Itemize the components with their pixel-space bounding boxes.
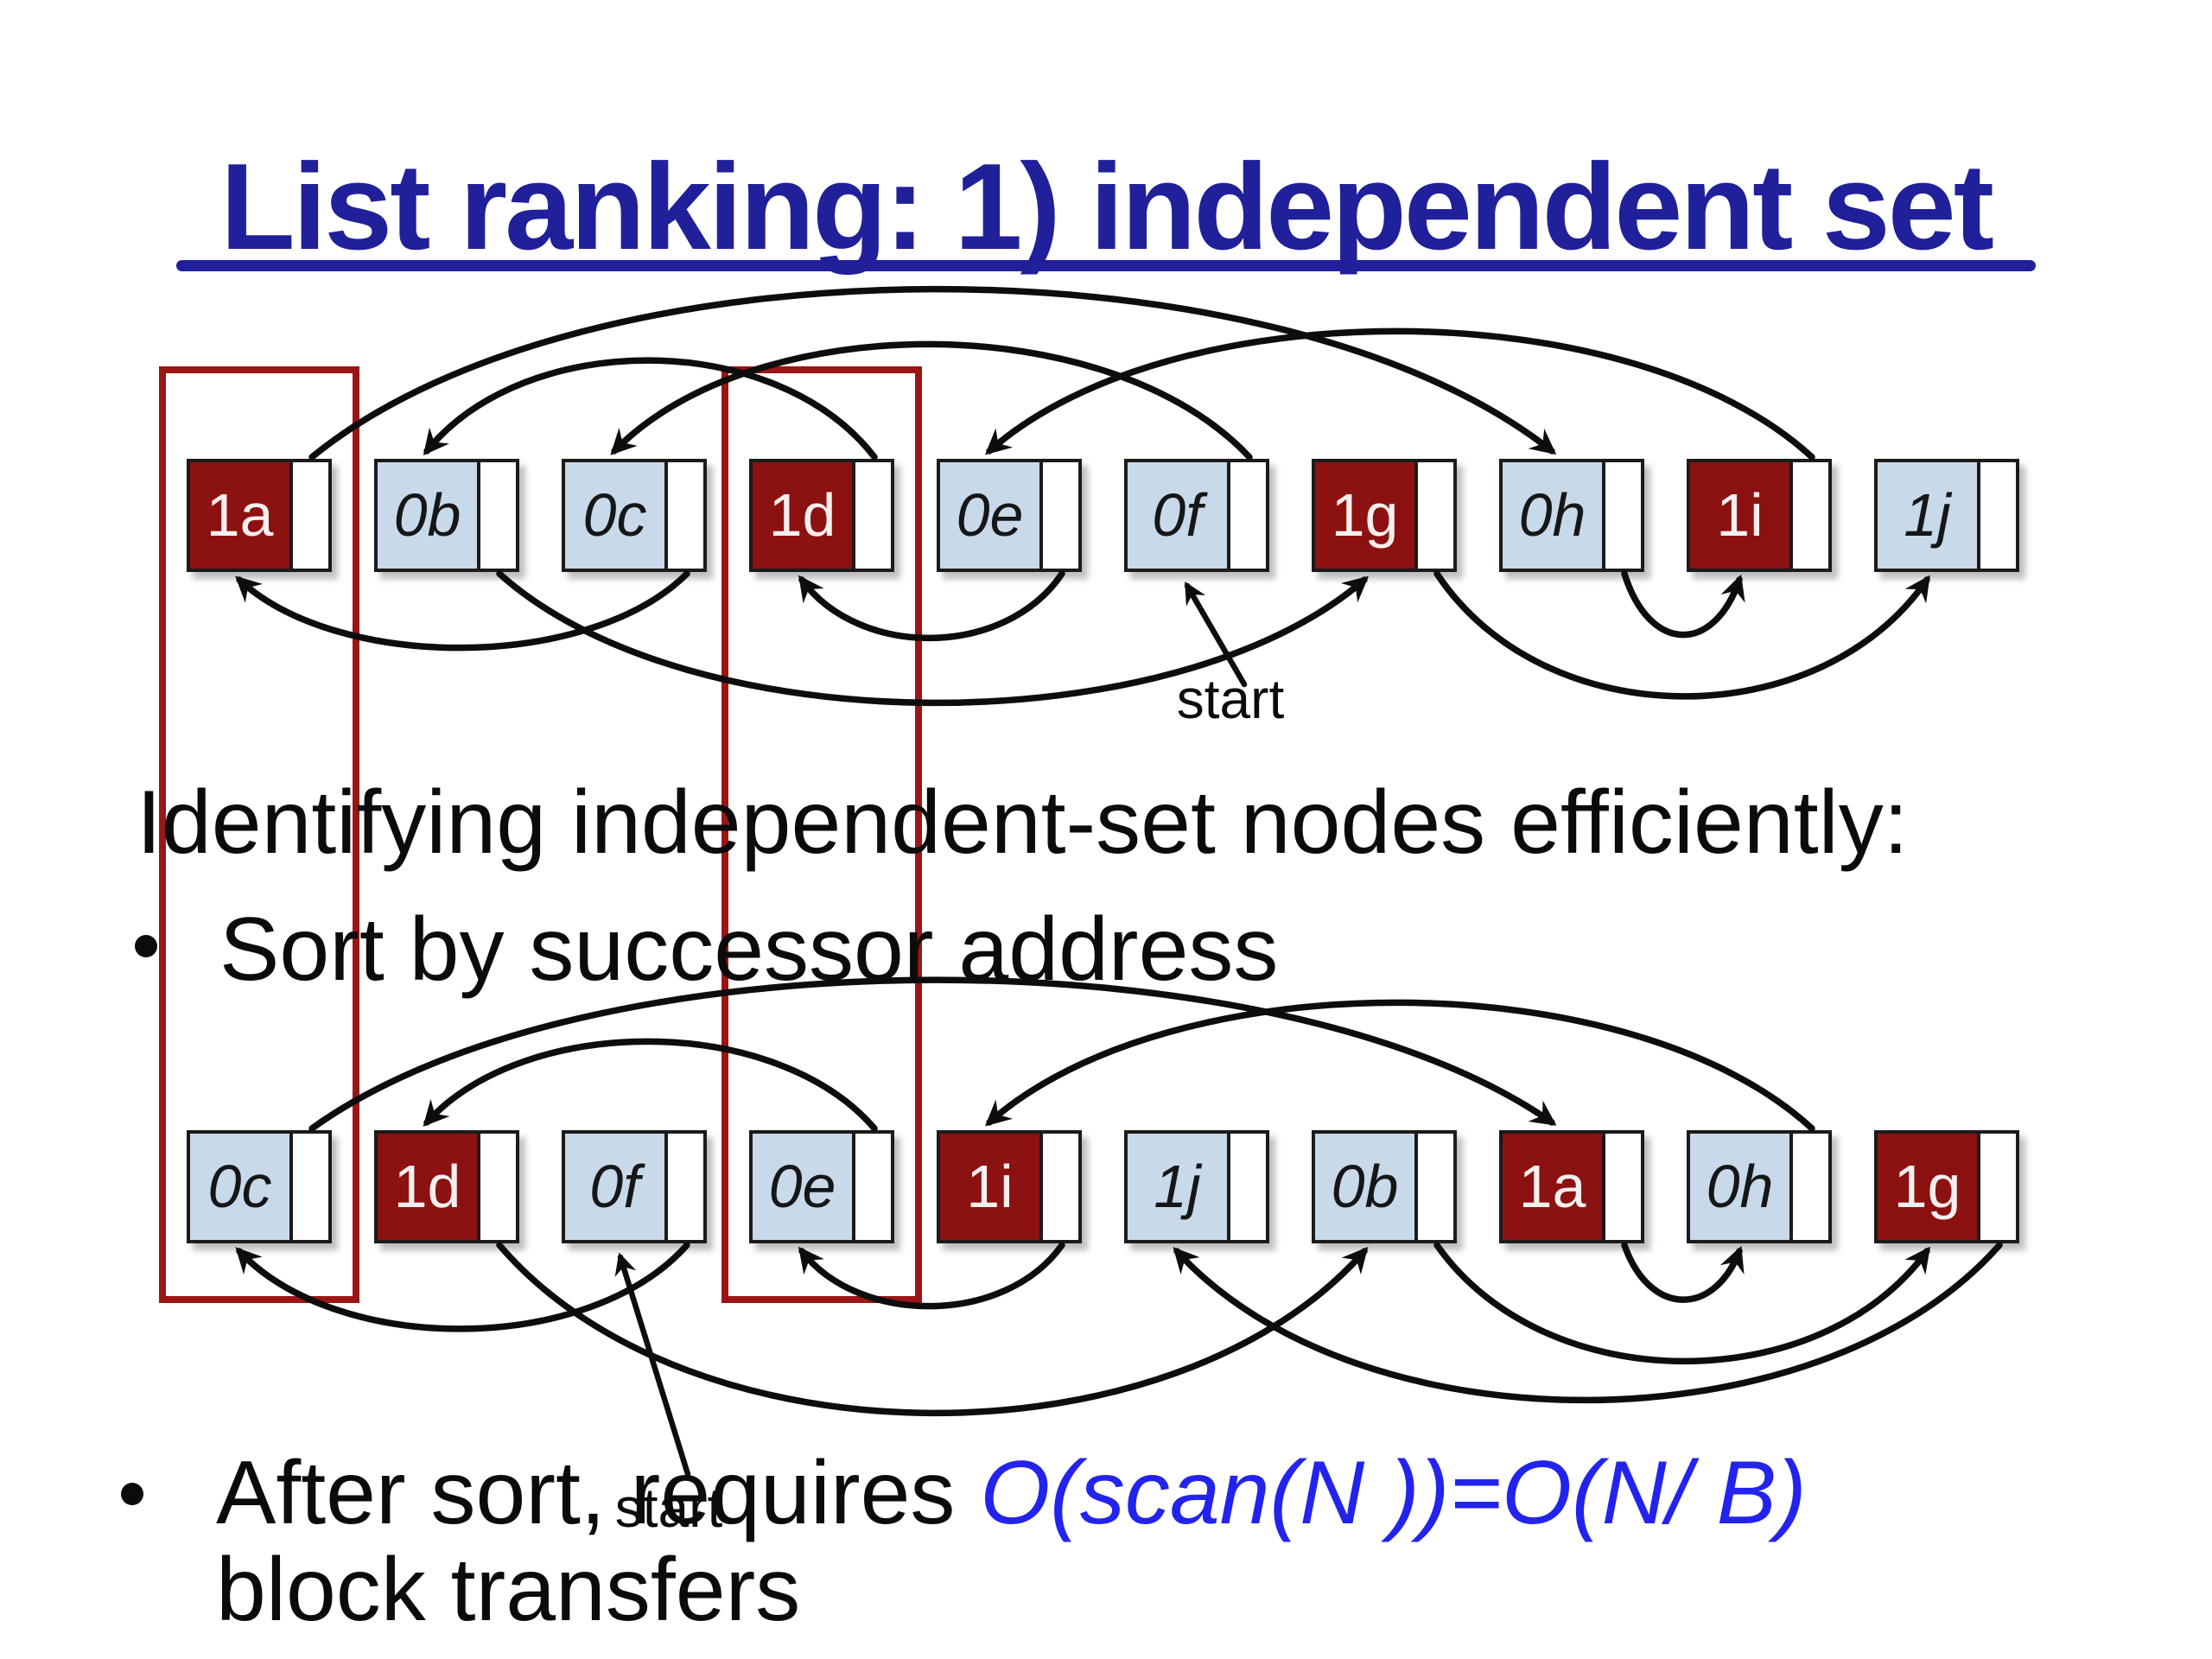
node-pointer-cell bbox=[1227, 1134, 1266, 1240]
list-node-1g-row2: 1g bbox=[1874, 1130, 2019, 1243]
list-node-0c-row1: 0c bbox=[562, 459, 707, 572]
bullet-sort: Sort by successor address bbox=[135, 899, 1278, 1001]
bullet-after-sort-text: After sort, requires bbox=[216, 1443, 981, 1543]
list-node-0b-row1: 0b bbox=[374, 459, 519, 572]
node-pointer-cell bbox=[1602, 462, 1641, 569]
node-pointer-cell bbox=[1414, 462, 1453, 569]
start-label-row2: start bbox=[614, 1477, 723, 1539]
node-pointer-cell bbox=[1039, 1134, 1078, 1240]
node-pointer-cell bbox=[852, 462, 891, 569]
node-label: 0f bbox=[565, 1134, 664, 1240]
node-label: 1j bbox=[1128, 1134, 1227, 1240]
node-pointer-cell bbox=[1977, 462, 2016, 569]
node-label: 1j bbox=[1878, 462, 1977, 569]
node-pointer-cell bbox=[289, 462, 328, 569]
node-label: 1g bbox=[1878, 1134, 1977, 1240]
list-node-0c-row2: 0c bbox=[187, 1130, 332, 1243]
list-node-0b-row2: 0b bbox=[1312, 1130, 1457, 1243]
node-label: 0f bbox=[1128, 462, 1227, 569]
list-node-0e-row2: 0e bbox=[749, 1130, 894, 1243]
node-label: 0h bbox=[1690, 1134, 1789, 1240]
bullet-sort-text: Sort by successor address bbox=[219, 899, 1279, 1000]
node-pointer-cell bbox=[1789, 462, 1828, 569]
title-underline bbox=[176, 260, 2036, 271]
node-pointer-cell bbox=[1414, 1134, 1453, 1240]
node-pointer-cell bbox=[1789, 1134, 1828, 1240]
node-pointer-cell bbox=[1602, 1134, 1641, 1240]
list-node-1d-row2: 1d bbox=[374, 1130, 519, 1243]
list-node-1a-row2: 1a bbox=[1499, 1130, 1644, 1243]
page-title: List ranking: 1) independent set bbox=[219, 138, 1994, 276]
node-pointer-cell bbox=[477, 462, 516, 569]
list-node-1g-row1: 1g bbox=[1312, 459, 1457, 572]
heading: Identifying independent-set nodes effici… bbox=[137, 772, 1909, 873]
node-label: 0b bbox=[378, 462, 477, 569]
node-label: 0c bbox=[565, 462, 664, 569]
node-pointer-cell bbox=[1227, 462, 1266, 569]
node-label: 1i bbox=[940, 1134, 1039, 1240]
bullet-after-sort: After sort, requires O(scan(N ))=O(N/ B)… bbox=[121, 1445, 1807, 1638]
node-label: 0e bbox=[940, 462, 1039, 569]
node-label: 1d bbox=[378, 1134, 477, 1240]
list-node-1i-row1: 1i bbox=[1687, 459, 1832, 572]
list-node-0h-row1: 0h bbox=[1499, 459, 1644, 572]
node-label: 0e bbox=[753, 1134, 852, 1240]
bullet-after-sort-line2: block transfers bbox=[216, 1540, 801, 1640]
list-node-1j-row1: 1j bbox=[1874, 459, 2019, 572]
list-node-0f-row2: 0f bbox=[562, 1130, 707, 1243]
node-label: 0c bbox=[190, 1134, 289, 1240]
list-node-1a-row1: 1a bbox=[187, 459, 332, 572]
list-node-1i-row2: 1i bbox=[937, 1130, 1082, 1243]
node-pointer-cell bbox=[1977, 1134, 2016, 1240]
bullet-icon bbox=[135, 935, 157, 957]
node-label: 1d bbox=[753, 462, 852, 569]
node-label: 1g bbox=[1315, 462, 1414, 569]
node-pointer-cell bbox=[664, 1134, 703, 1240]
node-label: 1i bbox=[1690, 462, 1789, 569]
start-label-row1: start bbox=[1176, 668, 1285, 730]
node-label: 1a bbox=[190, 462, 289, 569]
node-label: 1a bbox=[1503, 1134, 1602, 1240]
bullet-icon bbox=[121, 1483, 143, 1505]
node-pointer-cell bbox=[1039, 462, 1078, 569]
node-pointer-cell bbox=[289, 1134, 328, 1240]
list-node-0e-row1: 0e bbox=[937, 459, 1082, 572]
list-node-1j-row2: 1j bbox=[1124, 1130, 1269, 1243]
list-node-1d-row1: 1d bbox=[749, 459, 894, 572]
list-node-0h-row2: 0h bbox=[1687, 1130, 1832, 1243]
complexity-formula: O(scan(N ))=O(N/ B) bbox=[980, 1443, 1807, 1543]
node-pointer-cell bbox=[477, 1134, 516, 1240]
node-label: 0h bbox=[1503, 462, 1602, 569]
list-node-0f-row1: 0f bbox=[1124, 459, 1269, 572]
node-pointer-cell bbox=[664, 462, 703, 569]
node-label: 0b bbox=[1315, 1134, 1414, 1240]
node-pointer-cell bbox=[852, 1134, 891, 1240]
